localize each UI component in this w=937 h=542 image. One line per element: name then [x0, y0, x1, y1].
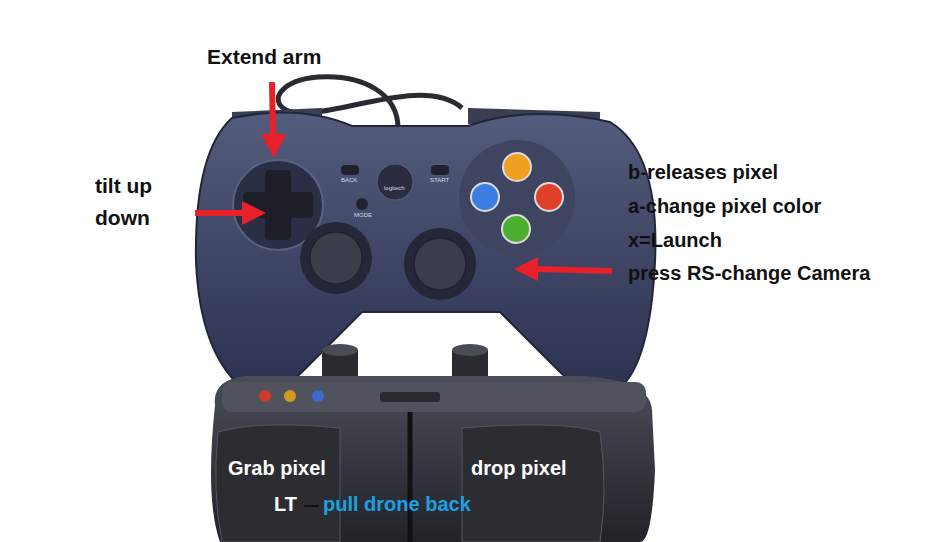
left-trigger: [216, 425, 340, 542]
right-stick: [414, 238, 466, 290]
controller-body: [211, 376, 655, 542]
arrow-head: [242, 201, 266, 225]
mode-button: [356, 198, 368, 210]
callout-arrows: [195, 82, 612, 281]
arrow-head: [514, 257, 538, 281]
controller-front: [196, 108, 656, 392]
y-button: [503, 153, 531, 181]
controller-rear: [211, 344, 655, 542]
button-well: [459, 140, 575, 256]
callout-label: tilt up down: [95, 170, 173, 233]
stick-top: [322, 344, 358, 356]
trigger-label: pull drone back: [323, 492, 471, 516]
callout-label: a-change pixel color: [628, 194, 821, 218]
stick-top: [452, 344, 488, 356]
trigger-label: LT: [274, 492, 297, 516]
callout-label: Extend arm: [207, 44, 321, 69]
logo-text: logitech: [384, 185, 405, 192]
callout-label: press RS-change Camera: [628, 261, 870, 285]
right-stick-base: [404, 228, 476, 300]
button-text: START: [430, 177, 449, 184]
callout-label: x=Launch: [628, 228, 722, 252]
button: [259, 390, 271, 402]
trigger-label: Grab pixel: [228, 456, 326, 480]
left-stick-base: [300, 222, 372, 294]
left-stick: [310, 232, 362, 284]
trigger-label: drop pixel: [471, 456, 567, 480]
callout-arrow: [536, 269, 612, 271]
start-button: [431, 165, 449, 175]
right-trigger: [462, 425, 604, 542]
x-button: [471, 183, 499, 211]
connector: [380, 392, 440, 402]
callout-label: b-releases pixel: [628, 160, 778, 184]
a-button: [502, 215, 530, 243]
cable: [408, 412, 413, 542]
button-text: BACK: [341, 177, 357, 184]
button: [284, 390, 296, 402]
arrow-head: [261, 134, 286, 158]
button-text: MODE: [354, 212, 372, 219]
dash-line: [304, 505, 319, 507]
controller-body: [196, 113, 656, 393]
b-button: [535, 183, 563, 211]
callout-arrow: [272, 82, 273, 136]
top-panel: [222, 382, 646, 412]
button: [312, 390, 324, 402]
logo-button: [377, 164, 413, 200]
callout-arrow: [195, 210, 244, 216]
back-button: [341, 165, 359, 175]
